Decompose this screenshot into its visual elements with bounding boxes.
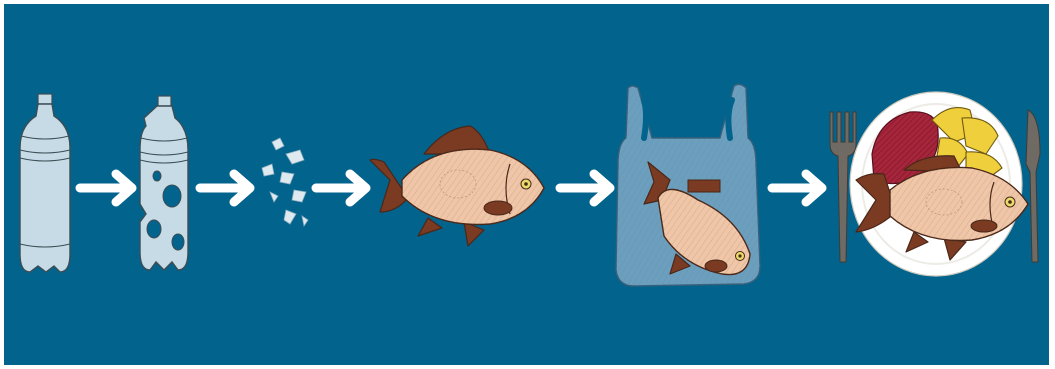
diagram-canvas — [4, 4, 1049, 365]
plastic-food-chain-diagram — [4, 4, 1049, 365]
